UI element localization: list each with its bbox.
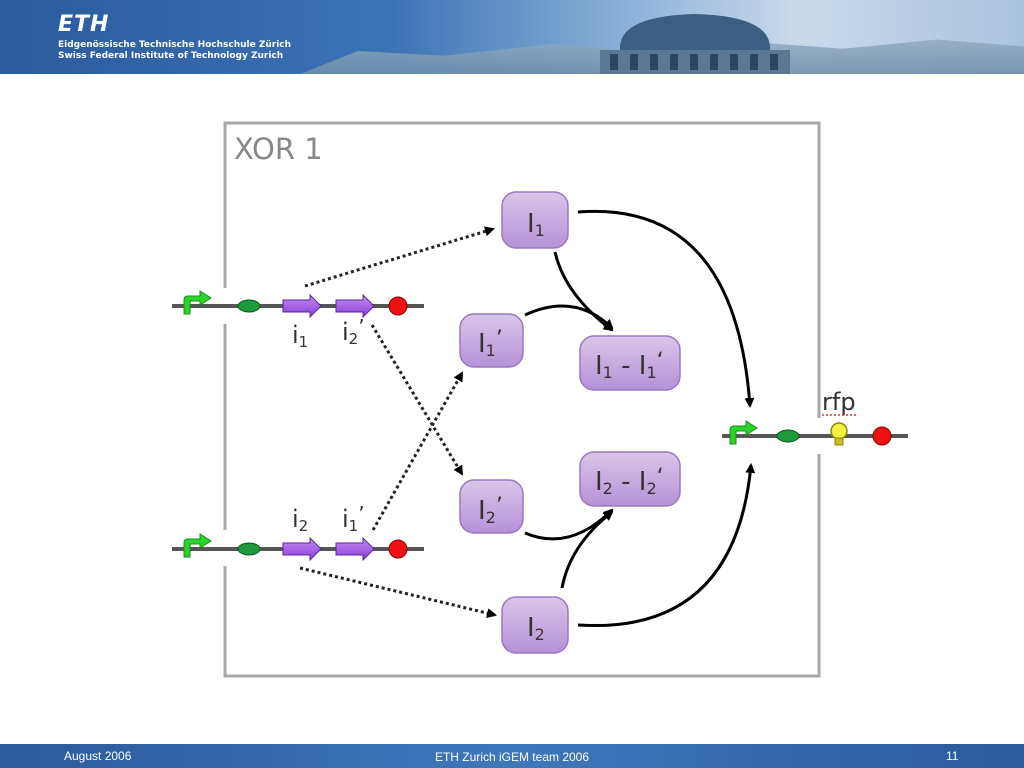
reporter-construct	[722, 420, 908, 446]
node-I1-prime: I1’	[459, 313, 524, 368]
svg-text:I2’: I2’	[478, 494, 503, 527]
expression-arrows	[299, 226, 497, 618]
eth-name-german: Eidgenössische Technische Hochschule Zür…	[58, 40, 292, 50]
gene-label-bottom-2: i1’	[342, 502, 365, 535]
svg-text:I1’: I1’	[478, 327, 503, 360]
terminator-icon	[388, 539, 408, 559]
svg-text:I1 - I1‘: I1 - I1‘	[595, 349, 664, 382]
promoter-icon	[729, 420, 758, 445]
terminator-icon	[388, 296, 408, 316]
promoter-icon	[183, 290, 212, 315]
node-I1-minus-I1-prime: I1 - I1‘	[579, 335, 681, 391]
diagram-title: XOR 1	[234, 132, 323, 166]
footer-title: ETH Zurich iGEM team 2006	[434, 750, 590, 764]
node-I2: I2	[501, 596, 569, 654]
gene-arrow-icon	[282, 293, 322, 319]
rbs-icon	[237, 542, 261, 556]
lightbulb-icon	[830, 422, 848, 440]
eth-name-english: Swiss Federal Institute of Technology Zu…	[58, 51, 284, 61]
terminator-icon	[872, 426, 892, 446]
gene-label-top-2: i2’	[342, 315, 365, 348]
gene-arrow-icon	[335, 293, 375, 319]
promoter-icon	[183, 533, 212, 558]
top-construct	[172, 290, 424, 319]
xor-diagram: XOR 1 i1 i2’ i2 i1’ rfp I1 I1’	[172, 121, 908, 678]
gene-arrow-icon	[282, 536, 322, 562]
diagram-frame	[223, 121, 821, 678]
rbs-icon	[237, 299, 261, 313]
footer-date: August 2006	[64, 749, 132, 763]
reporter-label: rfp	[822, 388, 856, 416]
node-I2-minus-I2-prime: I2 - I2‘	[579, 451, 681, 507]
interaction-arrows	[524, 209, 756, 628]
eth-logo: ETH	[58, 12, 110, 37]
rbs-icon	[776, 429, 800, 443]
gene-label-top-1: i1	[292, 321, 308, 351]
svg-text:I1: I1	[527, 209, 545, 240]
node-I1: I1	[501, 191, 569, 249]
gene-arrow-icon	[335, 536, 375, 562]
slide-header: ETH Eidgenössische Technische Hochschule…	[0, 0, 1024, 74]
node-I2-prime: I2’	[459, 479, 524, 534]
gene-label-bottom-1: i2	[292, 505, 308, 535]
svg-text:I2 - I2‘: I2 - I2‘	[595, 465, 664, 498]
page-number: 11	[946, 749, 959, 763]
bottom-construct	[172, 533, 424, 562]
svg-text:I2: I2	[527, 613, 545, 644]
building-dome-image	[600, 14, 790, 74]
slide-footer: August 2006 ETH Zurich iGEM team 2006 11	[0, 744, 1024, 768]
